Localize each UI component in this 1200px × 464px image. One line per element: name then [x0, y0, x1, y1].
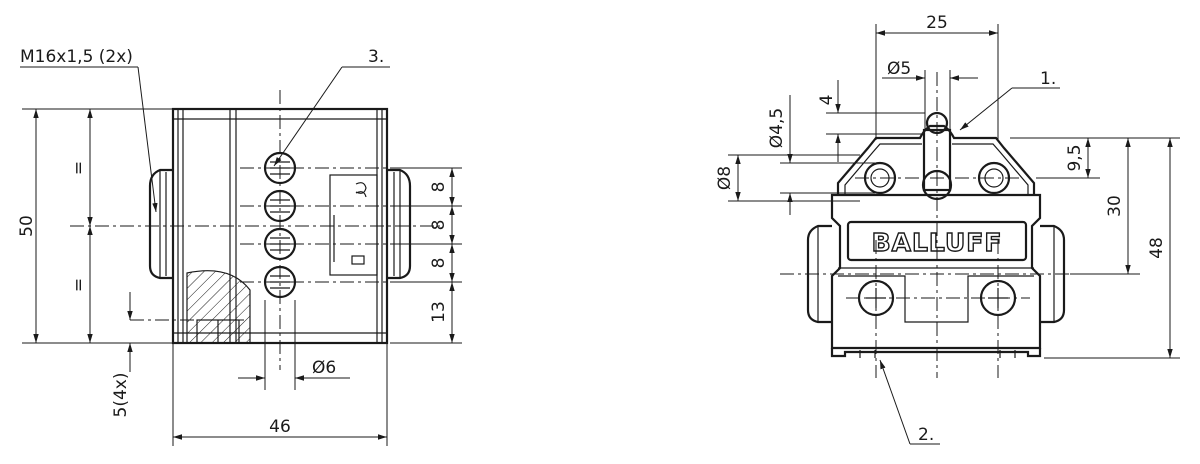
dim-mount-holes: 5(4x)	[111, 373, 131, 418]
thread-label: M16x1,5 (2x)	[20, 47, 133, 67]
front-left-gland	[806, 224, 832, 324]
connector-window	[329, 174, 378, 276]
item-1-label: 1.	[1040, 69, 1056, 89]
dim-width-label: 46	[269, 417, 291, 437]
dim-48: 48	[1147, 237, 1167, 259]
dim-height-label: 50	[17, 215, 37, 237]
equal-bottom-label: =	[69, 278, 89, 292]
dim-bottom: 13	[429, 301, 449, 323]
dim-30: 30	[1105, 195, 1125, 217]
switch-body	[830, 193, 1042, 350]
section-hatch	[186, 270, 251, 344]
right-gland	[387, 168, 412, 280]
dim-pitch-1: 8	[429, 182, 449, 193]
left-side-view: 50 = = M16x1,5 (2x) 3. 8 8 8 13 Ø6	[17, 47, 462, 446]
dim-led-diameter: Ø6	[312, 358, 336, 378]
front-right-gland	[1040, 224, 1066, 324]
item-3-label: 3.	[368, 47, 384, 67]
dim-diameter-4-5: Ø4,5	[767, 108, 787, 148]
equal-top-label: =	[69, 161, 89, 175]
dim-pitch-3: 8	[429, 258, 449, 269]
dim-diameter-5: Ø5	[887, 59, 911, 79]
dim-pitch-2: 8	[429, 220, 449, 231]
front-view: BALLUFF 25 Ø5	[715, 13, 1180, 445]
dim-9-5: 9,5	[1065, 144, 1085, 171]
dim-width-top: 25	[926, 13, 948, 33]
item-2-label: 2.	[918, 425, 934, 445]
left-gland	[148, 168, 173, 280]
dim-4: 4	[817, 95, 837, 106]
dim-diameter-8: Ø8	[715, 166, 735, 190]
